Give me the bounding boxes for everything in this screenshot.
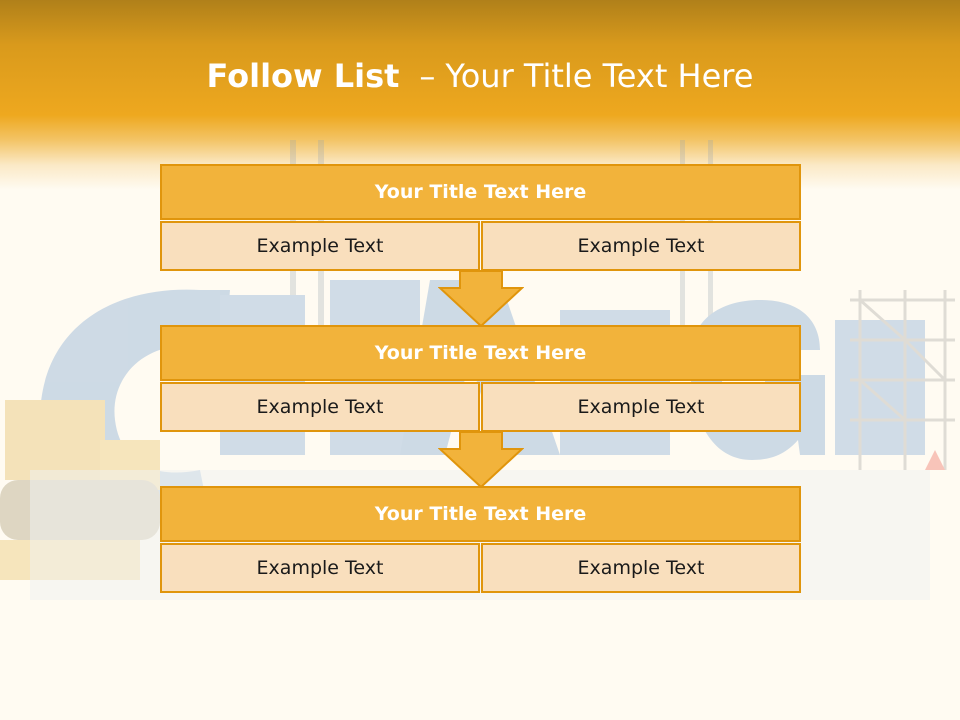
slide-title-rest: Your Title Text Here	[445, 57, 754, 95]
block-row: Example Text Example Text	[160, 382, 801, 432]
slide-title-separator: –	[419, 57, 436, 95]
down-arrow-icon	[438, 270, 524, 328]
slide-title: Follow List–Your Title Text Here	[0, 50, 960, 102]
block-title: Your Title Text Here	[160, 325, 801, 381]
block-cell-right: Example Text	[481, 543, 801, 593]
block-cell-right: Example Text	[481, 221, 801, 271]
block-cell-right: Example Text	[481, 382, 801, 432]
slide-title-bold: Follow List	[206, 57, 400, 95]
block-cell-left: Example Text	[160, 221, 480, 271]
block-row: Example Text Example Text	[160, 221, 801, 271]
block-row: Example Text Example Text	[160, 543, 801, 593]
list-block-1: Your Title Text Here Example Text Exampl…	[160, 164, 801, 271]
block-cell-left: Example Text	[160, 382, 480, 432]
header-band	[0, 0, 960, 190]
list-block-3: Your Title Text Here Example Text Exampl…	[160, 486, 801, 593]
block-title: Your Title Text Here	[160, 486, 801, 542]
down-arrow-icon	[438, 431, 524, 489]
block-cell-left: Example Text	[160, 543, 480, 593]
block-title: Your Title Text Here	[160, 164, 801, 220]
list-block-2: Your Title Text Here Example Text Exampl…	[160, 325, 801, 432]
